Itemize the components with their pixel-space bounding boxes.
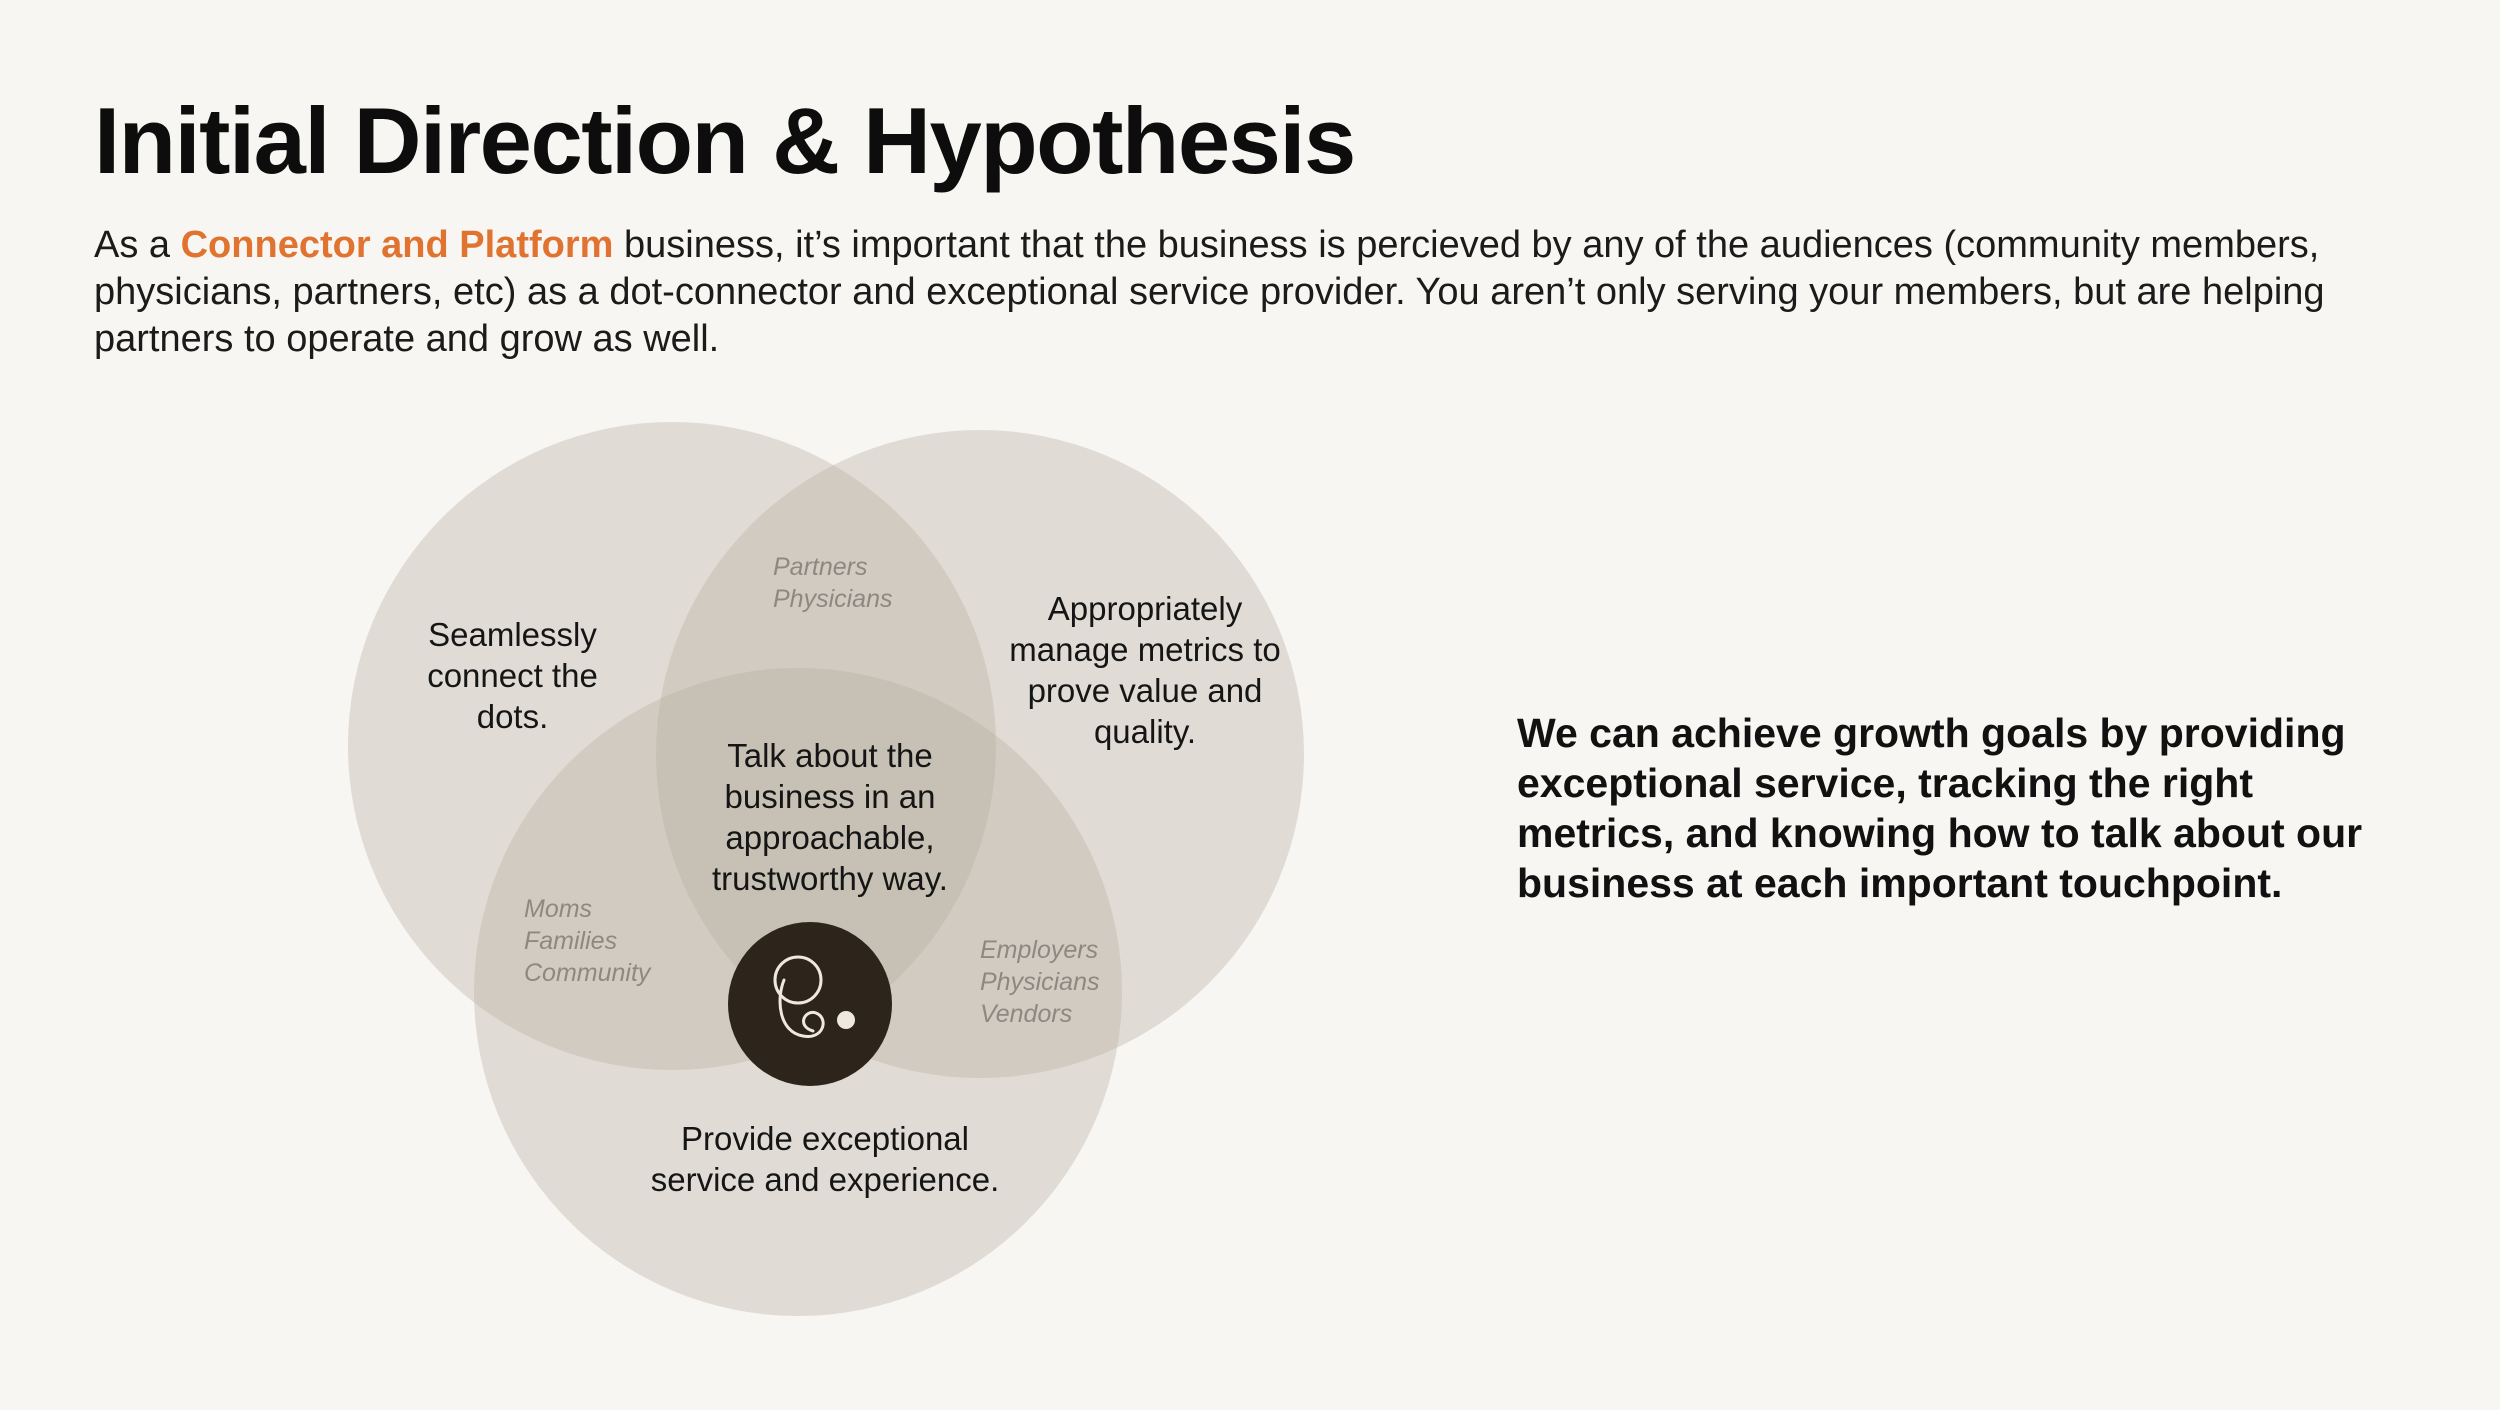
venn-right-label: Appropriately manage metrics to prove va…: [1009, 590, 1281, 750]
intro-highlight: Connector and Platform: [180, 224, 614, 266]
overlap-item: Vendors: [980, 1000, 1073, 1028]
overlap-item: Physicians: [980, 968, 1100, 996]
brand-logo-icon: [728, 922, 892, 1086]
intro-suffix: business, it’s important that the busine…: [94, 224, 2325, 360]
venn-center-label: Talk about the business in an approachab…: [712, 737, 948, 897]
venn-top-overlap: Partners Physicians: [773, 551, 893, 615]
overlap-item: Physicians: [773, 585, 893, 613]
overlap-item: Families: [524, 927, 618, 955]
intro-paragraph: As a Connector and Platform business, it…: [94, 222, 2354, 363]
venn-circle-right: [656, 430, 1304, 1078]
overlap-item: Employers: [980, 936, 1099, 964]
overlap-item: Partners: [773, 553, 868, 581]
hypothesis-statement: We can achieve growth goals by providing…: [1517, 710, 2363, 906]
venn-left-overlap: Moms Families Community: [524, 893, 650, 989]
page-title: Initial Direction & Hypothesis: [94, 88, 1356, 193]
venn-left-label: Seamlessly connect the dots.: [427, 616, 598, 735]
overlap-item: Moms: [524, 895, 593, 923]
venn-circle-left: [348, 422, 996, 1070]
intro-prefix: As a: [94, 224, 181, 266]
venn-bottom-label: Provide exceptional service and experien…: [650, 1120, 1000, 1198]
venn-right-overlap: Employers Physicians Vendors: [980, 934, 1100, 1030]
overlap-item: Community: [524, 959, 651, 987]
